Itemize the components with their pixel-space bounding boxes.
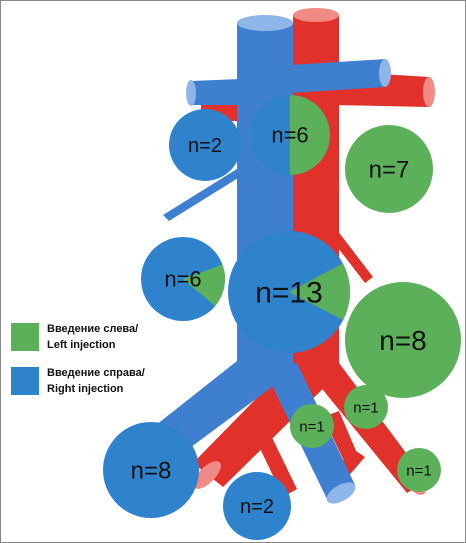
vein-right-branch: [289, 59, 385, 93]
circle-bottom-center-base: [223, 472, 291, 540]
vein-right-iliac-cap: [326, 482, 356, 504]
circle-lower-right-a: n=1: [344, 385, 388, 429]
circle-top-center-label: n=6: [271, 123, 308, 148]
circle-bottom-left: n=8: [103, 422, 199, 518]
circle-upper-left-base: [169, 109, 241, 181]
circle-bottom-center-label: n=2: [240, 496, 274, 518]
artery-inner-branch-a: [249, 419, 297, 497]
circle-mid-right: n=8: [345, 282, 461, 398]
circle-upper-left-label: n=2: [188, 135, 222, 157]
artery-top-cap: [293, 8, 339, 22]
circle-lower-right-b: n=1: [290, 404, 334, 448]
circle-mid-left-label: n=6: [164, 267, 201, 292]
vein-left-iliac: [151, 361, 291, 453]
legend-swatch-right: [11, 367, 39, 395]
circle-top-center-slice: [290, 95, 330, 175]
legend-right-line1: Введение справа/: [47, 367, 145, 379]
legend-swatch-left: [11, 323, 39, 351]
circle-mid-right-label: n=8: [379, 325, 427, 356]
artery-renal-branch: [319, 217, 373, 283]
circle-mid-left: n=6: [141, 237, 225, 321]
artery-left-cap: [193, 461, 221, 489]
circle-bottom-center: n=2: [223, 472, 291, 540]
injection-circles: n=6 n=2 n=7 n=6 n=13 n=8 n=1 n=1 n=1 n=8 n=2: [103, 95, 461, 540]
artery-right-cap: [423, 77, 435, 107]
circle-lower-right-c-base: [397, 448, 441, 492]
legend-left-injection: Введение слева/ Left injection: [11, 321, 138, 353]
vein-left-branch: [191, 79, 241, 105]
circle-lower-right-a-label: n=1: [353, 399, 378, 416]
legend-right-injection: Введение справа/ Right injection: [11, 365, 145, 397]
vein-right-cap: [379, 59, 391, 87]
legend-right-line2: Right injection: [47, 383, 124, 395]
circle-mid-right-base: [345, 282, 461, 398]
circle-lower-right-a-base: [344, 385, 388, 429]
circle-center-slice: [289, 263, 350, 321]
circle-upper-right-label: n=7: [369, 156, 410, 183]
circle-lower-right-b-base: [290, 404, 334, 448]
circle-bottom-left-base: [103, 422, 199, 518]
circle-center: n=13: [228, 231, 350, 353]
circle-mid-left-slice: [183, 264, 225, 306]
vein-top-cap: [237, 15, 293, 31]
vein-thin-branch: [163, 159, 259, 221]
circle-top-center: n=6: [250, 95, 330, 175]
circle-bottom-left-label: n=8: [131, 457, 172, 484]
circle-upper-left: n=2: [169, 109, 241, 181]
vein-left-cap: [186, 80, 196, 106]
circle-center-label: n=13: [255, 277, 323, 310]
circle-upper-right-base: [345, 125, 433, 213]
legend-left-line1: Введение слева/: [47, 323, 139, 335]
circle-upper-right: n=7: [345, 125, 433, 213]
circle-lower-right-b-label: n=1: [299, 418, 324, 435]
legend-left-line2: Left injection: [47, 339, 116, 351]
circle-lower-right-c: n=1: [397, 448, 441, 492]
circle-lower-right-c-label: n=1: [406, 462, 431, 479]
